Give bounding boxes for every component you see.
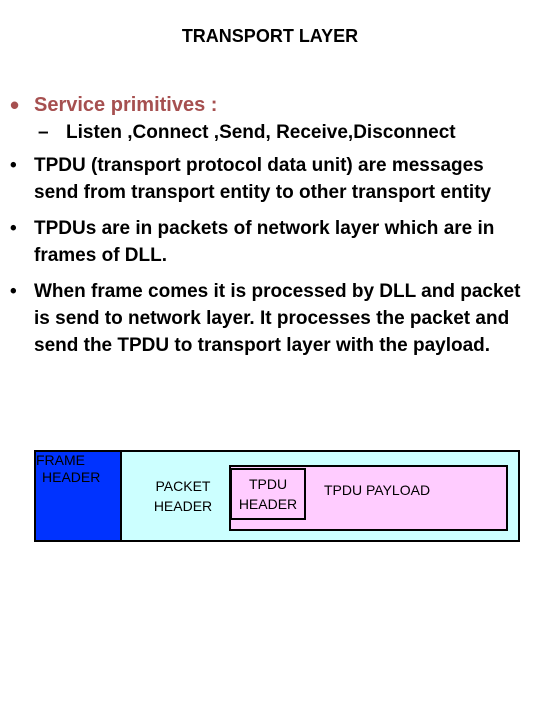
sub-item-text: Listen ,Connect ,Send, Receive,Disconnec… — [66, 122, 456, 143]
frame-header-line-1: FRAME — [36, 452, 85, 468]
bullet-text: TPDU (transport protocol data unit) are … — [34, 155, 492, 203]
bullet-text: Service primitives : — [34, 94, 218, 116]
frame-header-block: FRAME HEADER — [36, 452, 122, 540]
bullet-tpdu-definition: • TPDU (transport protocol data unit) ar… — [10, 152, 530, 206]
bullet-list: • Service primitives : – Listen ,Connect… — [10, 92, 530, 368]
encapsulation-diagram: FRAME HEADER PACKET HEADER TPDU HEADER T… — [34, 450, 520, 542]
tpdu-header-line-1: TPDU — [248, 476, 288, 492]
bullet-icon: • — [10, 281, 17, 302]
bullet-frame-processing: • When frame comes it is processed by DL… — [10, 278, 530, 359]
sub-item-primitives-list: – Listen ,Connect ,Send, Receive,Disconn… — [10, 119, 530, 146]
frame-header-line-2: HEADER — [42, 469, 101, 485]
bullet-text: When frame comes it is processed by DLL … — [34, 281, 521, 356]
tpdu-header-line-2: HEADER — [238, 496, 298, 512]
bullet-text: TPDUs are in packets of network layer wh… — [34, 218, 495, 266]
bullet-icon: • — [10, 218, 17, 239]
bullet-icon: • — [10, 155, 17, 176]
bullet-service-primitives: • Service primitives : — [10, 92, 530, 119]
packet-header-line-1: PACKET — [155, 478, 211, 494]
tpdu-header-block: TPDU HEADER — [230, 468, 306, 520]
dash-icon: – — [38, 122, 49, 143]
bullet-icon: • — [10, 90, 20, 120]
tpdu-payload-label: TPDU PAYLOAD — [324, 482, 431, 498]
packet-header-line-2: HEADER — [153, 498, 213, 514]
bullet-tpdu-packets: • TPDUs are in packets of network layer … — [10, 215, 530, 269]
packet-header-label: PACKET HEADER — [146, 476, 220, 516]
slide-title: TRANSPORT LAYER — [181, 26, 359, 46]
